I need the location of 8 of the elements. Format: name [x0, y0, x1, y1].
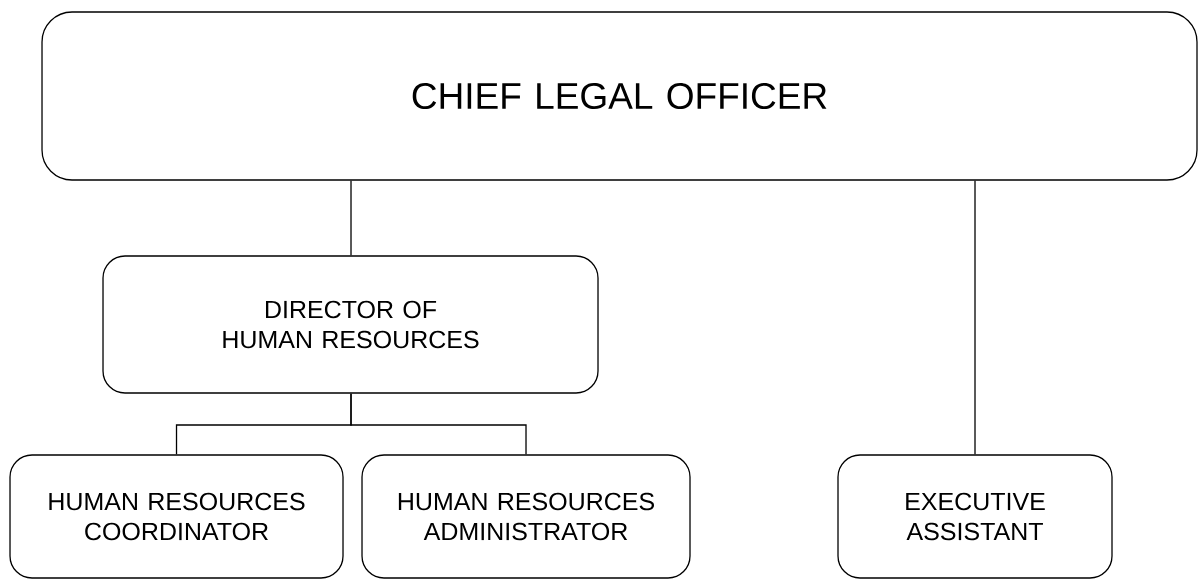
connector-line	[350, 393, 527, 455]
connector-line	[350, 180, 352, 256]
position-box: HUMAN RESOURCES ADMINISTRATOR	[361, 454, 691, 579]
connector-line	[974, 180, 976, 455]
position-box: EXECUTIVE ASSISTANT	[837, 454, 1113, 579]
position-box: HUMAN RESOURCES COORDINATOR	[9, 454, 344, 579]
position-box: DIRECTOR OF HUMAN RESOURCES	[102, 255, 599, 394]
title-box: CHIEF LEGAL OFFICER	[41, 11, 1198, 181]
